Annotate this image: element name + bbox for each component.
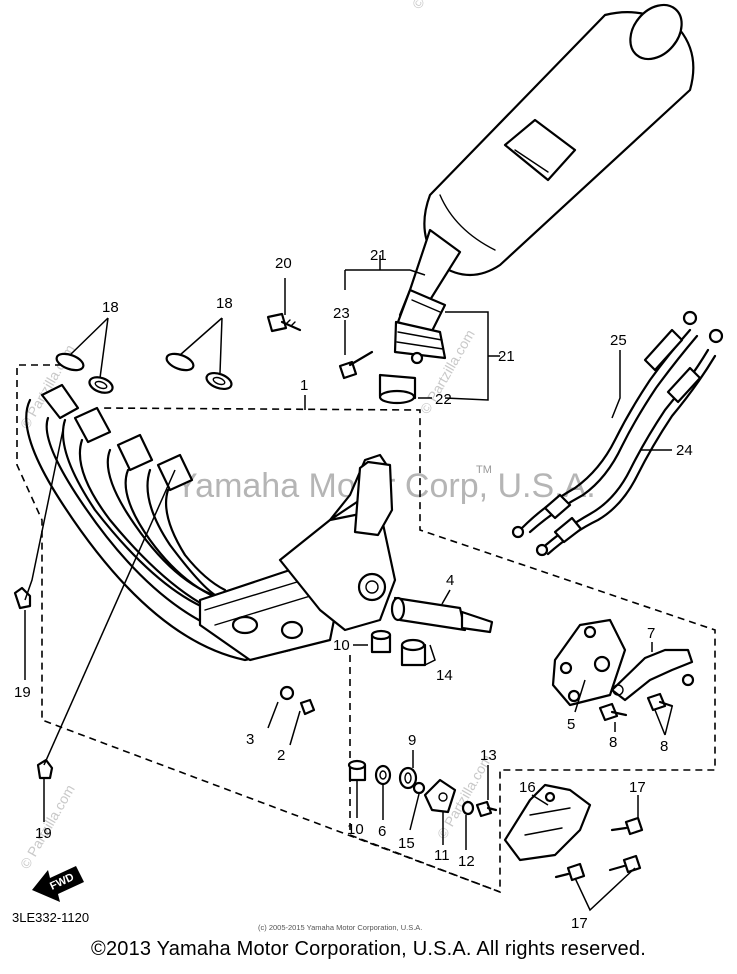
- callout-8-left: 8: [609, 734, 617, 751]
- callout-16: 16: [519, 779, 536, 796]
- gaskets-18-left: [55, 352, 114, 394]
- valve-group-boundary: [349, 655, 501, 893]
- leader-lines: [24, 255, 673, 912]
- callout-17-upper: 17: [629, 779, 646, 796]
- spring-15: [412, 781, 426, 795]
- callout-20: 20: [275, 255, 292, 272]
- callout-1: 1: [300, 377, 308, 394]
- callout-9: 9: [408, 732, 416, 749]
- cable-24-25: [511, 310, 724, 557]
- bushing-10-lower: [347, 759, 367, 782]
- callout-22: 22: [435, 391, 452, 408]
- callout-5: 5: [567, 716, 575, 733]
- gaskets-18-right: [165, 352, 233, 391]
- clamp-19-lower: [36, 758, 54, 780]
- screw-17-lower-left: [554, 862, 586, 882]
- callout-14: 14: [436, 667, 453, 684]
- bracket-5: [551, 618, 627, 707]
- bolt-13: [475, 800, 498, 818]
- callout-labels: 20 21 23 21 22 18 18 1 25 24 4 10 14 7 5…: [14, 247, 693, 932]
- bolt-2: [299, 698, 316, 716]
- gasket-22: [378, 373, 417, 405]
- callout-7: 7: [647, 625, 655, 642]
- callout-8-right: 8: [660, 738, 668, 755]
- callout-12: 12: [458, 853, 475, 870]
- screw-17-lower-right: [608, 854, 642, 874]
- pulley-11: [423, 778, 457, 814]
- small-copyright: (c) 2005-2015 Yamaha Motor Corporation, …: [258, 923, 422, 932]
- exhaust-pipe-assembly: [25, 383, 397, 662]
- washer-12: [461, 800, 475, 816]
- valve-shaft-4: [390, 596, 494, 634]
- washer-6: [374, 764, 392, 786]
- seal-14: [400, 638, 427, 667]
- callout-13: 13: [480, 747, 497, 764]
- callout-3: 3: [246, 731, 254, 748]
- callout-4: 4: [446, 572, 454, 589]
- bolt-20: [266, 312, 302, 333]
- washer-3: [279, 685, 295, 701]
- screw-17-upper: [610, 816, 644, 836]
- callout-21-right: 21: [498, 348, 515, 365]
- callout-2: 2: [277, 747, 285, 764]
- callout-17-lower: 17: [571, 915, 588, 932]
- seal-9: [398, 766, 418, 790]
- copyright-footer: ©2013 Yamaha Motor Corporation, U.S.A. A…: [91, 938, 646, 960]
- fwd-arrow-icon: FWD: [32, 866, 84, 902]
- callout-25: 25: [610, 332, 627, 349]
- bolt-23: [338, 350, 374, 380]
- bushing-10-upper: [370, 629, 392, 654]
- muffler: [393, 3, 695, 365]
- callout-10-upper: 10: [333, 637, 350, 654]
- callout-21-top: 21: [370, 247, 387, 264]
- bolt-8-left: [598, 702, 628, 722]
- callout-19-lower: 19: [35, 825, 52, 842]
- watermark-site-5: © Partzilla.com: [409, 0, 470, 12]
- clamp-19-upper: [13, 586, 32, 610]
- cover-16: [503, 783, 592, 862]
- callout-15: 15: [398, 835, 415, 852]
- callout-24: 24: [676, 442, 693, 459]
- watermark-tm: TM: [476, 464, 492, 476]
- callout-11: 11: [434, 847, 450, 864]
- diagram-code: 3LE332-1120: [12, 910, 89, 925]
- callout-19-upper: 19: [14, 684, 31, 701]
- callout-18-right: 18: [216, 295, 233, 312]
- callout-18-left: 18: [102, 299, 119, 316]
- lever-7: [610, 648, 695, 702]
- bolt-8-right: [646, 692, 674, 712]
- callout-23: 23: [333, 305, 350, 322]
- callout-6: 6: [378, 823, 386, 840]
- callout-10-lower: 10: [347, 821, 364, 838]
